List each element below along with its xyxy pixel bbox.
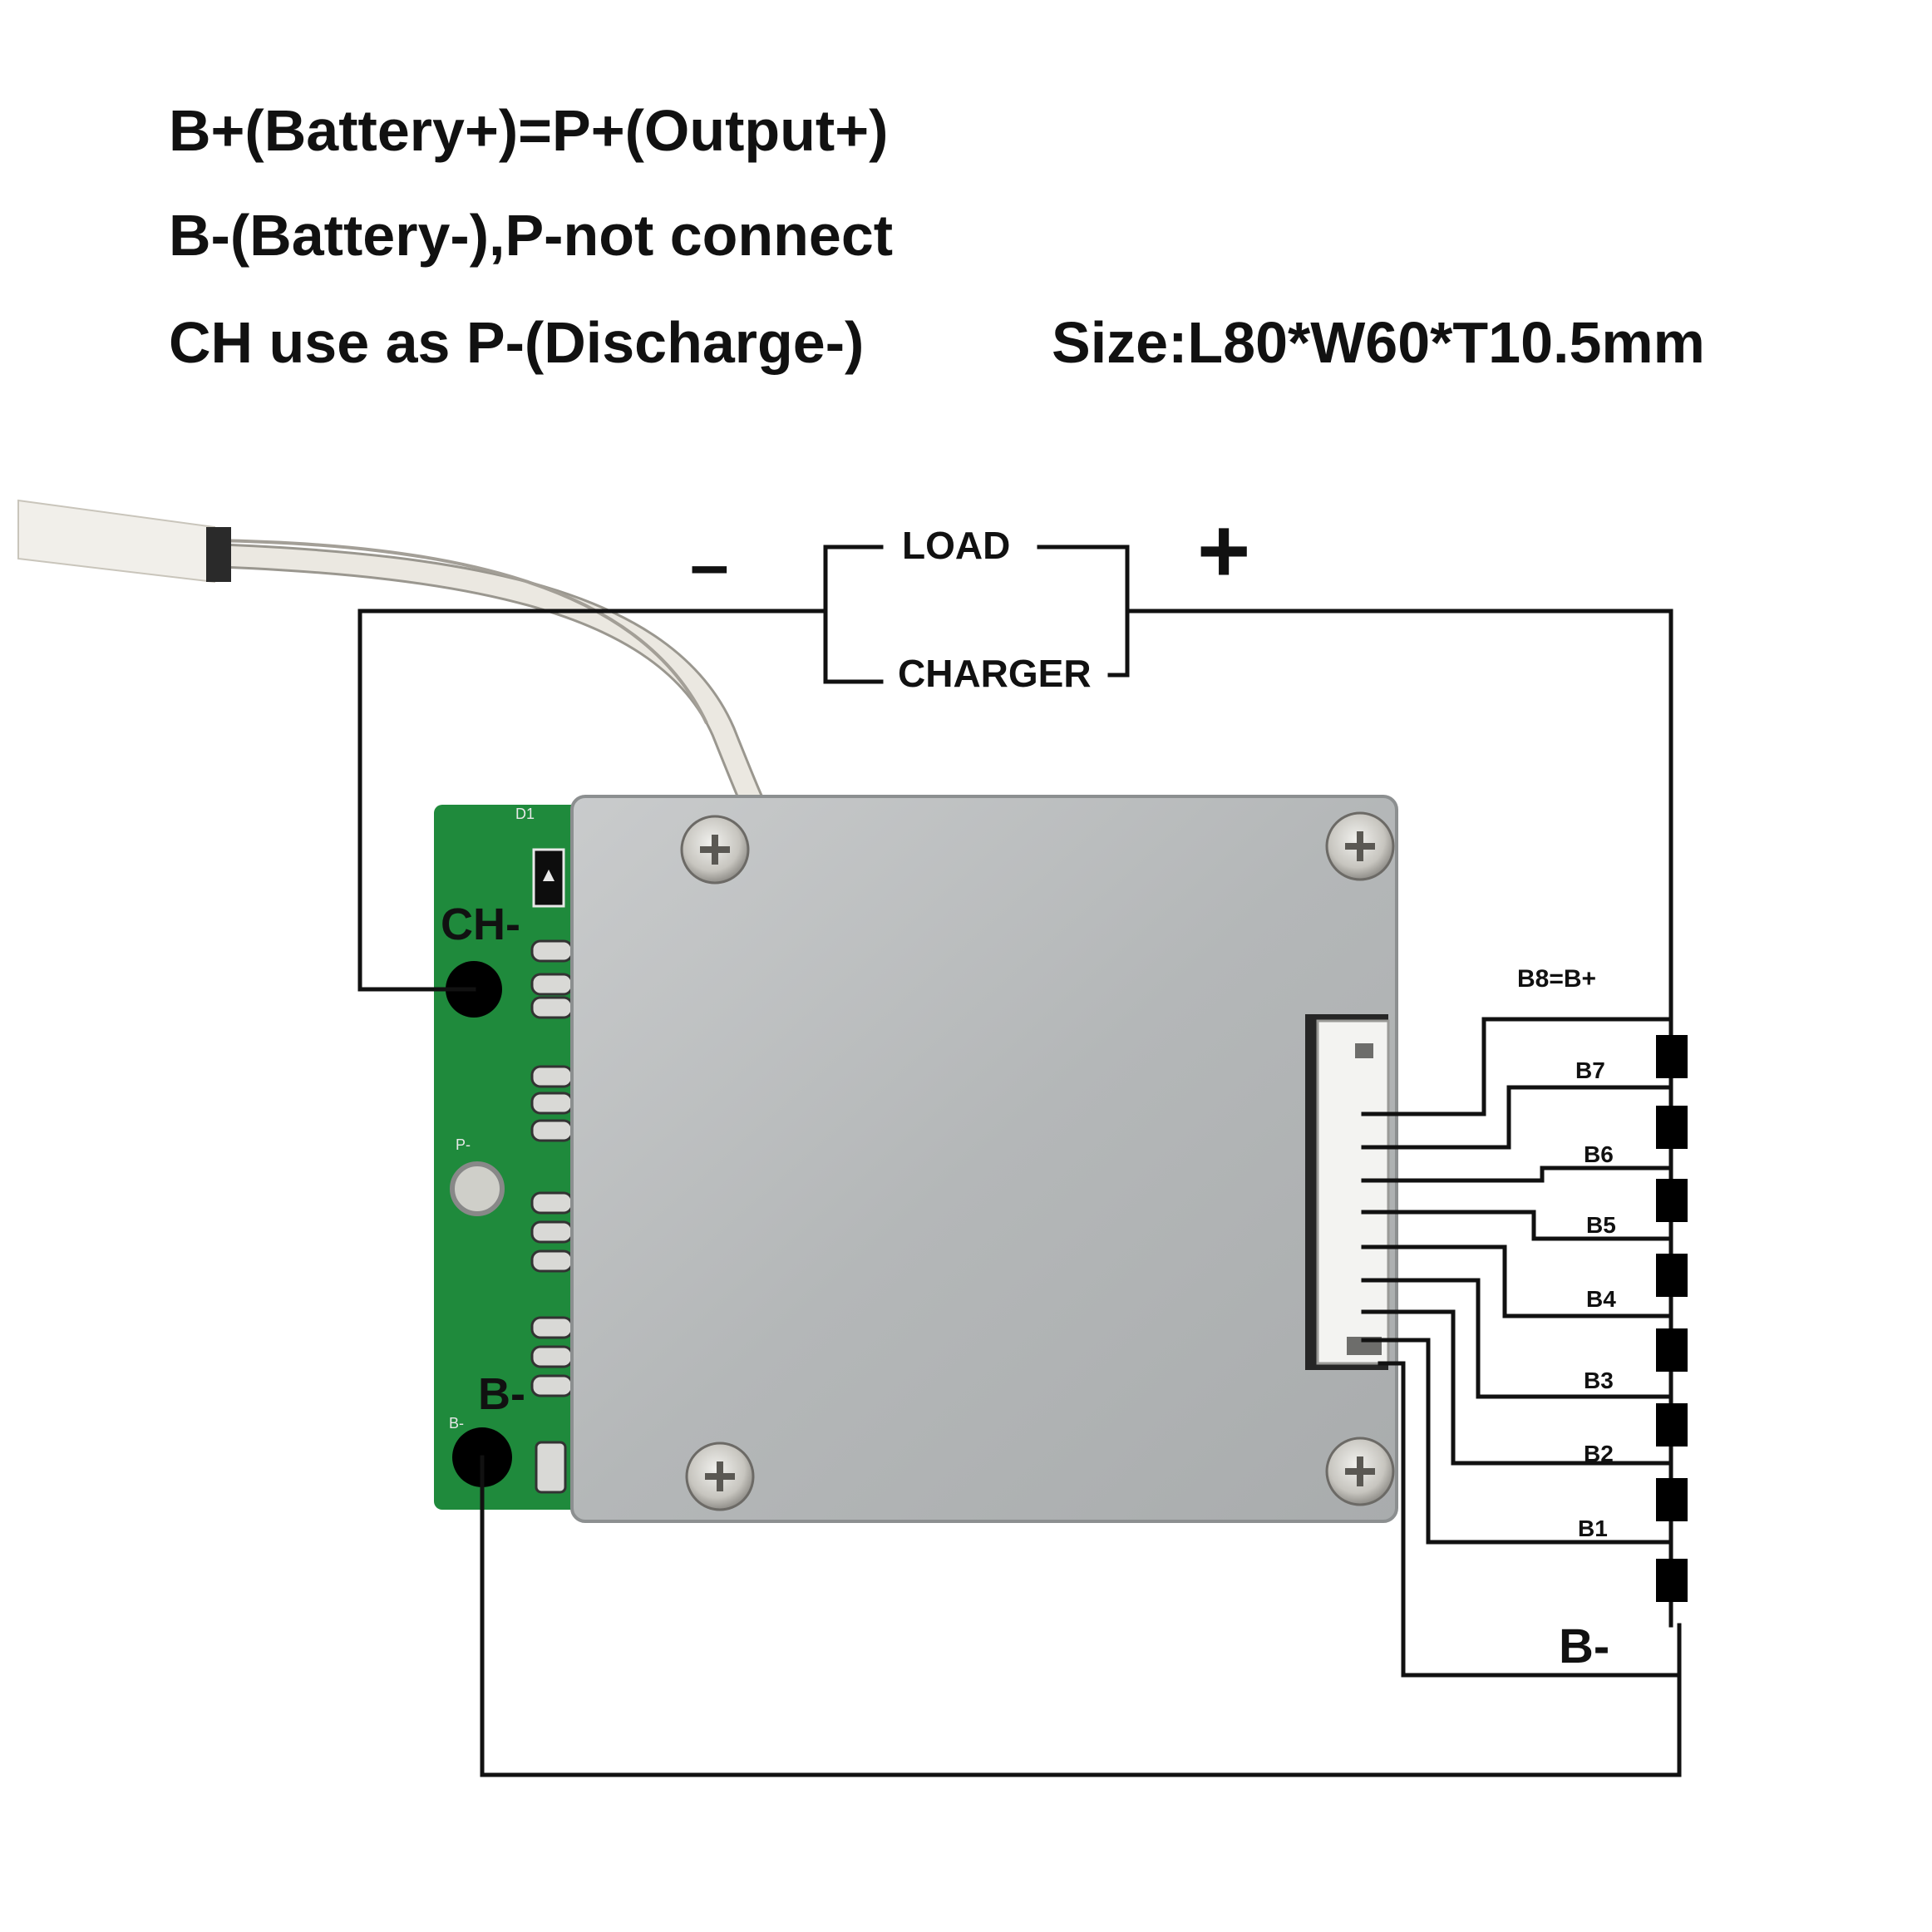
load-label: LOAD [902, 524, 1010, 567]
wire-b3 [1361, 1278, 1673, 1399]
wire-connector-bminus [1378, 1361, 1680, 1678]
wire-b8 [1361, 1017, 1673, 1116]
cell-1 [1656, 1559, 1688, 1602]
sensor-probe [17, 499, 215, 584]
cell-5 [1656, 1254, 1688, 1297]
cell-7 [1656, 1106, 1688, 1149]
load-charger-bracket-left [823, 545, 884, 684]
svg-text:▲: ▲ [539, 864, 559, 886]
label-bminus: B- [1559, 1619, 1609, 1673]
note-bplus-equals-pplus: B+(Battery+)=P+(Output+) [169, 98, 889, 163]
label-b8: B8=B+ [1517, 965, 1596, 993]
wire-b5 [1361, 1210, 1673, 1241]
label-b4: B4 [1586, 1286, 1616, 1312]
wire-b2 [1361, 1309, 1673, 1466]
label-b7: B7 [1575, 1057, 1605, 1083]
cell-6 [1656, 1179, 1688, 1222]
screw-top-right [1325, 811, 1395, 881]
cell-2 [1656, 1478, 1688, 1521]
load-plus-sign: + [1197, 500, 1250, 602]
label-b3: B3 [1584, 1368, 1614, 1393]
cell-4 [1656, 1328, 1688, 1372]
mosfet-pads [530, 939, 574, 1494]
wire-b4 [1361, 1244, 1673, 1318]
pcb-p-marking: P- [456, 1136, 471, 1153]
battery-cells [1656, 1035, 1688, 1602]
note-ch-as-pminus: CH use as P-(Discharge-) [169, 310, 865, 375]
wire-b1 [1361, 1338, 1673, 1545]
wire-ch-minus [357, 609, 826, 992]
p-minus-pad [450, 1161, 505, 1216]
wire-bplus [1126, 609, 1673, 1033]
screw-bottom-right [1325, 1437, 1395, 1506]
temperature-sensor-cable [17, 499, 765, 815]
wire-b6 [1361, 1166, 1673, 1183]
cell-3 [1656, 1403, 1688, 1447]
balance-connector [1305, 1014, 1390, 1370]
note-board-size: Size:L80*W60*T10.5mm [1052, 310, 1705, 375]
notes-block: B+(Battery+)=P+(Output+) B-(Battery-),P-… [0, 0, 1932, 432]
note-bminus-pminus: B-(Battery-),P-not connect [169, 203, 894, 268]
screw-bottom-left [685, 1442, 755, 1511]
cell-8 [1656, 1035, 1688, 1078]
pcb-b-marking: B- [449, 1415, 464, 1432]
label-b5: B5 [1586, 1212, 1616, 1238]
pcb-d-marking: D1 [515, 806, 535, 822]
wire-b-minus-bottom [480, 1455, 1682, 1777]
label-b1: B1 [1578, 1516, 1608, 1541]
pcb-board: ▲ D1 P- B- CH- B- [434, 795, 1398, 1523]
label-b2: B2 [1584, 1441, 1614, 1466]
wire-b7 [1361, 1085, 1673, 1150]
load-minus-sign: – [690, 525, 729, 604]
b-minus-label: B- [478, 1369, 525, 1419]
label-b6: B6 [1584, 1141, 1614, 1167]
aluminium-cover [570, 795, 1398, 1523]
ch-minus-label: CH- [441, 899, 520, 949]
screw-top-left [680, 815, 750, 885]
charger-label: CHARGER [898, 652, 1092, 695]
